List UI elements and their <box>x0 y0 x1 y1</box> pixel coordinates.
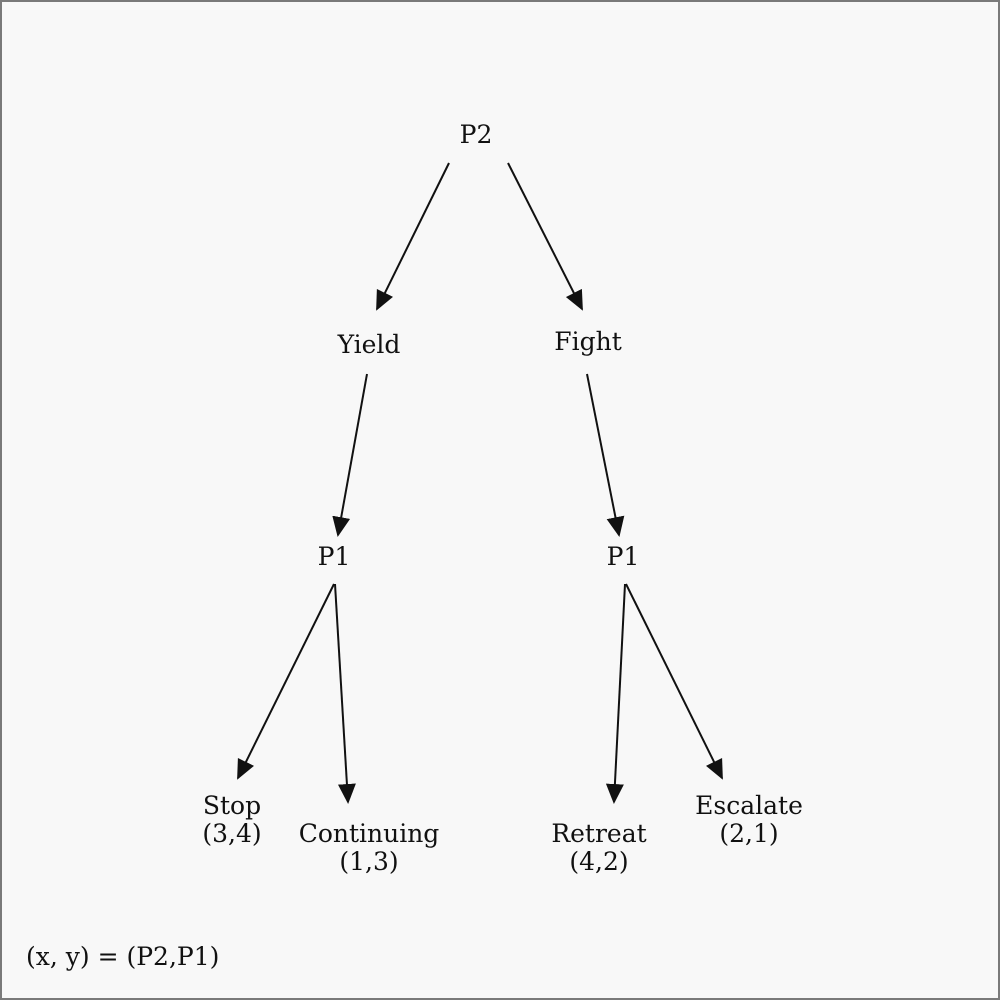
leaf-retreat-payoff: (4,2) <box>569 847 629 876</box>
leaf-stop: Stop (3,4) <box>202 792 261 848</box>
leaf-escalate: Escalate (2,1) <box>695 792 803 848</box>
edge-p2-to-fight <box>507 162 583 311</box>
leaf-continuing-action: Continuing <box>298 819 440 848</box>
edge-p1-to-retreat <box>605 583 626 804</box>
node-p1-right: P1 <box>606 542 640 571</box>
edge-yield-to-p1 <box>332 373 368 537</box>
edge-fight-to-p1 <box>586 373 625 537</box>
node-yield: Yield <box>337 330 401 359</box>
leaf-continuing-payoff: (1,3) <box>339 847 399 876</box>
leaf-escalate-action: Escalate <box>695 791 803 820</box>
node-p2-root: P2 <box>459 120 493 149</box>
node-p1-left: P1 <box>317 542 351 571</box>
payoff-legend: (x, y) = (P2,P1) <box>26 942 220 971</box>
node-fight: Fight <box>554 327 622 356</box>
leaf-retreat: Retreat (4,2) <box>551 820 646 876</box>
leaf-stop-action: Stop <box>202 791 262 820</box>
leaf-continuing: Continuing (1,3) <box>299 820 440 876</box>
leaf-retreat-action: Retreat <box>551 819 647 848</box>
edge-p2-to-yield <box>376 162 450 311</box>
edge-p1-to-continuing <box>334 583 356 804</box>
leaf-stop-payoff: (3,4) <box>202 819 262 848</box>
edge-p1-to-stop <box>237 583 335 780</box>
leaf-escalate-payoff: (2,1) <box>719 819 779 848</box>
edge-p1-to-escalate <box>625 583 723 780</box>
